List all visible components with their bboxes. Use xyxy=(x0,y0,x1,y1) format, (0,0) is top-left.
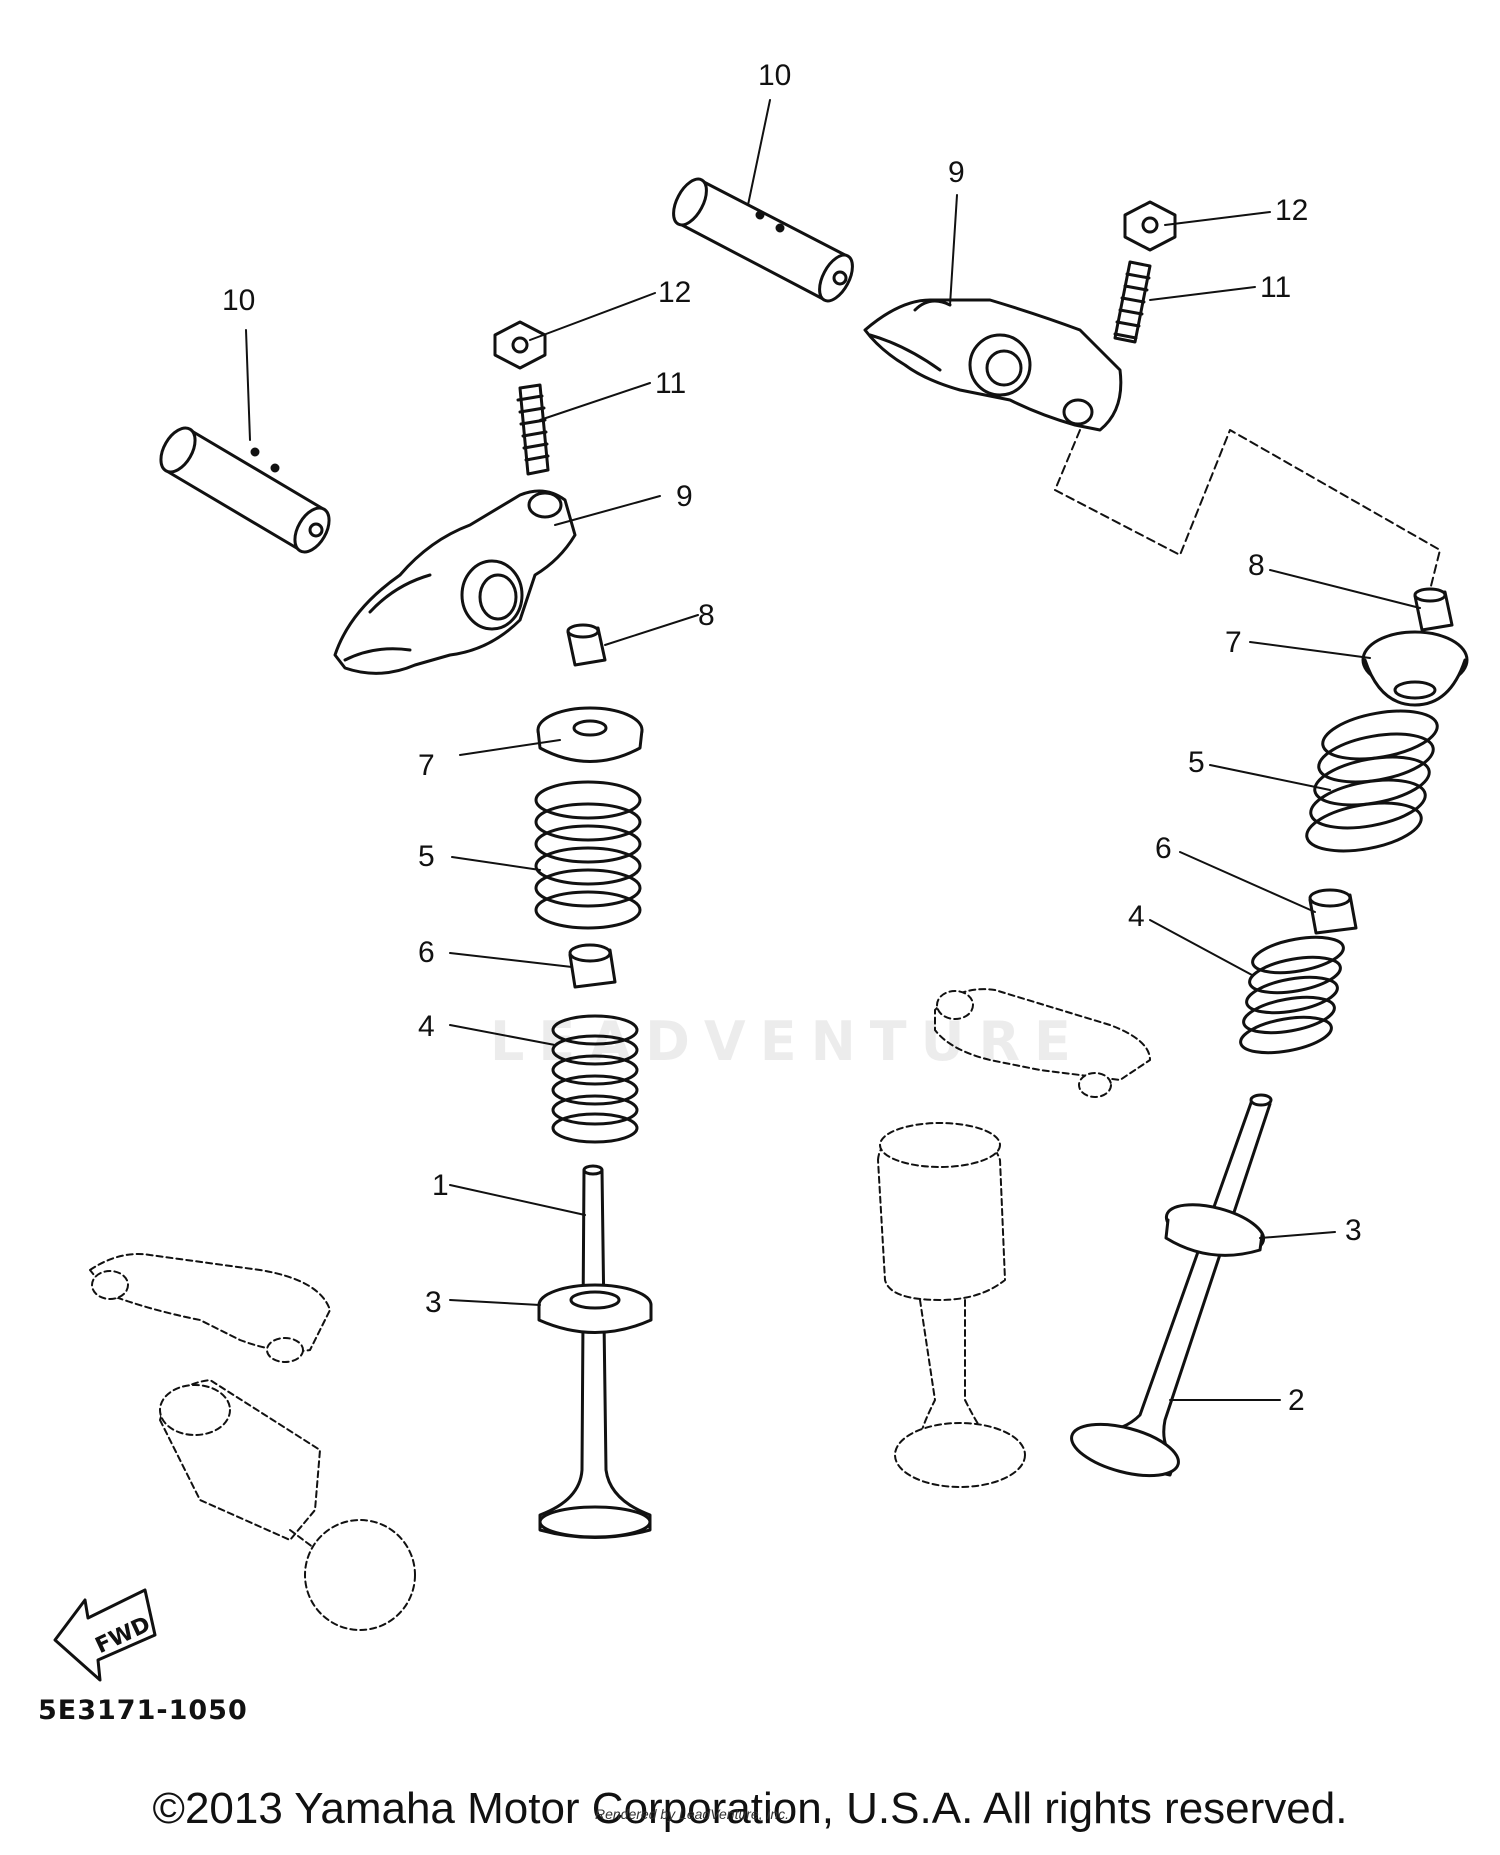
callout-6-left: 6 xyxy=(418,936,435,969)
callout-11-left: 11 xyxy=(655,367,686,400)
callout-12-left: 12 xyxy=(658,276,691,309)
callout-10-left: 10 xyxy=(222,284,255,317)
callout-7-right: 7 xyxy=(1225,626,1242,659)
spring-seat-right xyxy=(1162,1196,1269,1261)
group-bracket-dashed-line xyxy=(1054,429,1441,591)
callout-9-left: 9 xyxy=(676,480,693,513)
outer-spring-left xyxy=(536,782,640,928)
adjusting-screw-left xyxy=(518,385,548,474)
spring-seat-left xyxy=(539,1285,651,1333)
watermark: LEADVENTURE xyxy=(490,1010,1085,1073)
valve-stem-seal-right xyxy=(1310,890,1356,933)
spring-retainer-left xyxy=(538,708,642,762)
valve-cotter-left xyxy=(568,625,605,665)
valve-cotter-right xyxy=(1415,589,1452,630)
callout-1: 1 xyxy=(432,1169,449,1202)
rocker-shaft-right xyxy=(667,174,859,306)
spring-retainer-right xyxy=(1363,632,1467,705)
inner-spring-left xyxy=(553,1016,637,1142)
phantom-rocker-center-right xyxy=(935,989,1150,1097)
callout-8-right: 8 xyxy=(1248,549,1265,582)
callout-3-right: 3 xyxy=(1345,1214,1362,1247)
callout-4-right: 4 xyxy=(1128,900,1145,933)
rocker-arm-left xyxy=(335,491,575,673)
inner-spring-right xyxy=(1238,931,1346,1058)
rocker-shaft-left xyxy=(154,422,336,558)
leader-lines xyxy=(245,99,1421,1401)
callout-4-left: 4 xyxy=(418,1010,435,1043)
copyright-notice: ©2013 Yamaha Motor Corporation, U.S.A. A… xyxy=(152,1784,1348,1833)
diagram-part-code: 5E3171-1050 xyxy=(38,1695,248,1726)
callout-5-left: 5 xyxy=(418,840,435,873)
callout-12-right: 12 xyxy=(1275,194,1308,227)
callout-8-left: 8 xyxy=(698,599,715,632)
phantom-valve-center-right xyxy=(878,1123,1025,1487)
callout-9-right: 9 xyxy=(948,156,965,189)
callout-7-left: 7 xyxy=(418,749,435,782)
locknut-right xyxy=(1125,202,1175,250)
locknut-left xyxy=(495,322,545,368)
valve-stem-seal-left xyxy=(570,945,615,987)
callout-6-right: 6 xyxy=(1155,832,1172,865)
rocker-arm-right xyxy=(865,300,1121,430)
callout-2: 2 xyxy=(1288,1384,1305,1417)
outer-spring-right xyxy=(1303,703,1441,858)
forward-arrow-icon: FWD xyxy=(53,1588,157,1682)
callout-labels: 10 10 12 12 11 11 9 9 8 8 7 7 5 5 6 6 4 … xyxy=(222,59,1362,1417)
exhaust-valve xyxy=(1066,1095,1271,1485)
render-credit: Rendered by LeadVenture, Inc. xyxy=(595,1806,790,1822)
phantom-rocker-lower-left xyxy=(90,1254,330,1362)
adjusting-screw-right xyxy=(1115,262,1150,342)
intake-valve xyxy=(540,1166,650,1538)
phantom-valve-lower-left xyxy=(160,1380,415,1630)
callout-5-right: 5 xyxy=(1188,746,1205,779)
callout-10-right: 10 xyxy=(758,59,791,92)
callout-11-right: 11 xyxy=(1260,271,1291,304)
callout-3-left: 3 xyxy=(425,1286,442,1319)
